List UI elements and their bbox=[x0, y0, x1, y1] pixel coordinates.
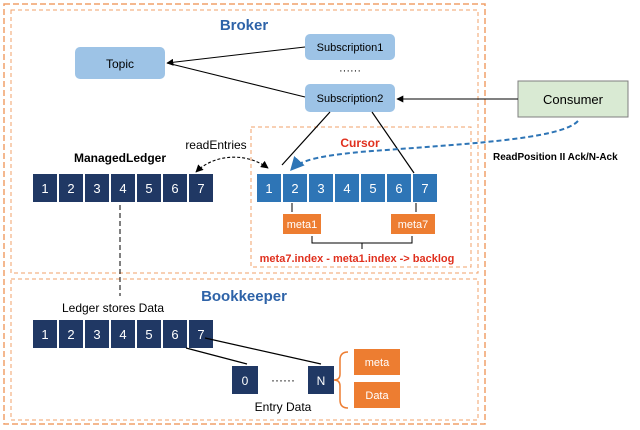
read-entries-arrow bbox=[195, 156, 269, 173]
meta1-label: meta1 bbox=[287, 219, 318, 231]
entry-data-label: Data bbox=[365, 390, 389, 402]
ledger-cell bbox=[33, 320, 57, 348]
entry-first-label: 0 bbox=[242, 374, 249, 388]
managed-ledger-cell-label: 4 bbox=[119, 181, 126, 196]
ledger-cell-label: 4 bbox=[119, 327, 126, 342]
cursor-cell-label: 6 bbox=[395, 181, 402, 196]
managed-ledger-cell bbox=[189, 174, 213, 202]
broker-title: Broker bbox=[220, 17, 269, 34]
ledger-cell-label: 6 bbox=[171, 327, 178, 342]
ledger-cell-label: 1 bbox=[41, 327, 48, 342]
sub2-cursor-line-right bbox=[371, 111, 415, 174]
ledger-cell bbox=[85, 320, 109, 348]
managed-ledger-cell-label: 3 bbox=[93, 181, 100, 196]
read-entries-label: readEntries bbox=[185, 138, 246, 152]
cursor-cell-label: 7 bbox=[421, 181, 428, 196]
managed-ledger-cell bbox=[111, 174, 135, 202]
ledger-cell-label: 2 bbox=[67, 327, 74, 342]
managed-ledger-cell bbox=[85, 174, 109, 202]
backlog-bracket bbox=[311, 236, 413, 249]
subscription2-label: Subscription2 bbox=[317, 93, 384, 105]
managed-ledger-label: ManagedLedger bbox=[74, 151, 166, 165]
cursor-cell-label: 2 bbox=[291, 181, 298, 196]
entry-data-caption: Entry Data bbox=[255, 400, 312, 414]
subscription2-box bbox=[305, 84, 395, 112]
cursor-cell-label: 3 bbox=[317, 181, 324, 196]
sub2-cursor-line-left bbox=[281, 111, 331, 166]
ledger-cells: 1 2 3 4 5 6 7 bbox=[33, 320, 213, 348]
ledger-cell bbox=[189, 320, 213, 348]
entry-dots: ······ bbox=[271, 373, 295, 387]
ledger-cell bbox=[137, 320, 161, 348]
bookkeeper-title: Bookkeeper bbox=[201, 288, 287, 305]
managed-ledger-cell bbox=[33, 174, 57, 202]
entry-last-cell bbox=[308, 366, 334, 394]
cursor-cell bbox=[257, 174, 281, 202]
cursor-cell bbox=[361, 174, 385, 202]
managed-ledger-cell-label: 5 bbox=[145, 181, 152, 196]
managed-ledger-cell-label: 1 bbox=[41, 181, 48, 196]
cursor-cells: 1 2 3 4 5 6 7 bbox=[257, 174, 437, 202]
entry-brace bbox=[333, 351, 349, 409]
cursor-cell bbox=[335, 174, 359, 202]
cursor-area bbox=[250, 126, 472, 268]
managed-ledger-cell bbox=[59, 174, 83, 202]
ledger-stores-label: Ledger stores Data bbox=[62, 301, 164, 315]
read-position-arrow bbox=[290, 120, 579, 172]
cursor-cell bbox=[309, 174, 333, 202]
cursor-cell-label: 5 bbox=[369, 181, 376, 196]
entry-meta-label: meta bbox=[365, 357, 390, 369]
entry-first-cell bbox=[232, 366, 258, 394]
topic-sub1-connector bbox=[166, 46, 306, 66]
read-position-label: ReadPosition II Ack/N-Ack bbox=[493, 152, 618, 163]
entry-connector-right bbox=[204, 337, 322, 365]
meta7-label: meta7 bbox=[398, 219, 429, 231]
meta7-box bbox=[391, 214, 435, 234]
managed-ledger-cell bbox=[163, 174, 187, 202]
topic-box bbox=[75, 47, 165, 79]
meta1-box bbox=[283, 214, 321, 234]
entry-last-label: N bbox=[317, 374, 326, 388]
managed-ledger-cell bbox=[137, 174, 161, 202]
cursor-cell bbox=[283, 174, 307, 202]
ledger-cell bbox=[59, 320, 83, 348]
ledger-cell bbox=[111, 320, 135, 348]
bookkeeper-area bbox=[10, 278, 479, 421]
ledger-cell bbox=[163, 320, 187, 348]
managed-ledger-cell-label: 7 bbox=[197, 181, 204, 196]
ledger-cell-label: 5 bbox=[145, 327, 152, 342]
cursor-cell-label: 4 bbox=[343, 181, 350, 196]
consumer-label: Consumer bbox=[543, 92, 604, 107]
ledger-cell-label: 3 bbox=[93, 327, 100, 342]
cursor-title: Cursor bbox=[340, 136, 380, 150]
cursor-cell-label: 1 bbox=[265, 181, 272, 196]
subscription1-box bbox=[305, 34, 395, 60]
managed-ledger-cell-label: 2 bbox=[67, 181, 74, 196]
topic-label: Topic bbox=[106, 57, 134, 71]
subscription1-label: Subscription1 bbox=[317, 42, 384, 54]
cursor-cell bbox=[413, 174, 437, 202]
topic-sub2-connector bbox=[166, 62, 306, 98]
ledger-cell-label: 7 bbox=[197, 327, 204, 342]
entry-meta-box bbox=[354, 349, 400, 375]
broker-area bbox=[10, 9, 479, 274]
entry-data-box bbox=[354, 382, 400, 408]
managed-ledger-cells: 1 2 3 4 5 6 7 bbox=[33, 174, 213, 202]
backlog-formula: meta7.index - meta1.index -> backlog bbox=[260, 253, 455, 265]
managed-ledger-cell-label: 6 bbox=[171, 181, 178, 196]
subscription-dots: ······ bbox=[339, 65, 361, 77]
entry-connector-left bbox=[185, 347, 248, 365]
cursor-cell bbox=[387, 174, 411, 202]
